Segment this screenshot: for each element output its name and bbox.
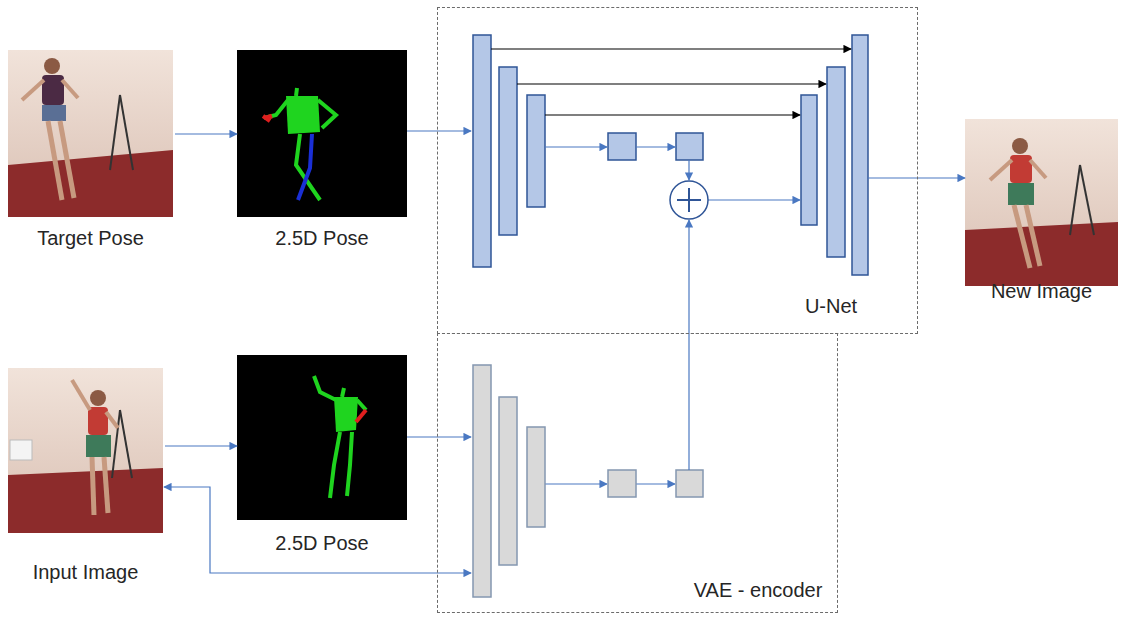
caption-text: VAE - encoder: [683, 578, 833, 602]
flow-arrow: [688, 220, 689, 470]
output-photo: [965, 119, 1118, 286]
add-symbol: [670, 181, 708, 219]
image-panel: Target Pose: [8, 50, 173, 255]
input-photo: [8, 368, 163, 533]
caption-text: New Image: [965, 279, 1118, 303]
flow-arrow: [407, 130, 471, 131]
caption-text: Input Image: [8, 560, 163, 584]
image-panel: New Image: [965, 119, 1118, 305]
flow-arrow: [164, 487, 471, 573]
caption-text: 2.5D Pose: [237, 531, 407, 555]
encoder-layers: [473, 365, 703, 597]
pose-map: [237, 355, 407, 520]
flow-arrow: [868, 177, 965, 178]
flow-arrow: [165, 445, 237, 446]
image-panel: Input Image: [8, 368, 163, 588]
flow-arrow: [407, 436, 471, 437]
pose-panel: 2.5D Pose: [237, 355, 407, 558]
pose-map: [237, 50, 407, 217]
caption-text: Target Pose: [8, 226, 173, 250]
internal-flow: [545, 147, 800, 484]
target-photo: [8, 50, 173, 217]
caption-text: 2.5D Pose: [237, 226, 407, 250]
network-group: VAE - encoder: [437, 333, 838, 613]
skip-connections: [491, 49, 851, 115]
network-group: U-Net: [437, 7, 918, 334]
caption-text: U-Net: [771, 294, 891, 318]
pose-panel: 2.5D Pose: [237, 50, 407, 255]
flow-arrow: [175, 133, 237, 134]
unet-layers: [473, 35, 868, 275]
